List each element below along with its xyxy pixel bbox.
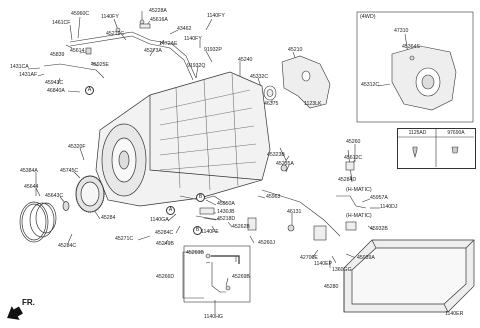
part-label-45284d: 45284D: [338, 177, 357, 183]
part-label-46375: 46375: [264, 101, 279, 107]
harness-parts: [179, 147, 341, 241]
part-label-1140ep: 1140EP: [314, 261, 333, 267]
part-label-1140dj: 1140DJ: [380, 204, 398, 210]
dipstick-hmatic-parts: [336, 149, 367, 231]
front-direction-label: FR.: [22, 298, 35, 307]
part-label-45219c: 45219C: [106, 31, 125, 37]
part-label-45332c: 45332C: [250, 74, 269, 80]
part-label-91932q: 91932Q: [187, 63, 206, 69]
front-direction-arrow: [7, 306, 23, 320]
part-label-1140fy-c: 1140FY: [184, 36, 202, 42]
part-label-45312c: 45312C: [361, 82, 380, 88]
part-label-1123lk: 1123LK: [304, 101, 322, 107]
part-label-45932b: 45932B: [370, 226, 388, 232]
part-label-1430jb: 1430JB: [217, 209, 235, 215]
callout-b-bottom: B: [193, 226, 202, 235]
part-label-45960c: 45960C: [71, 11, 90, 17]
part-label-46131: 46131: [287, 209, 302, 215]
part-label-45612c: 45612C: [344, 155, 363, 161]
part-label-47310: 47310: [394, 28, 409, 34]
part-label-43462: 43462: [177, 26, 192, 32]
oil-pan: [343, 239, 475, 313]
section-4wd: (4WD): [360, 14, 376, 20]
part-label-45950a: 45950A: [217, 201, 235, 207]
part-label-1140ga: 1140GA: [150, 217, 169, 223]
part-label-1431af: 1431AF: [19, 72, 38, 78]
part-label-46840a: 46840A: [47, 88, 65, 94]
section-hmatic-1: (H-MATIC): [346, 187, 372, 193]
part-label-45644: 45644: [24, 184, 39, 190]
oil-cooler-line-group: [183, 245, 251, 303]
filler-tube: [43, 19, 197, 81]
bolt-table-grid: [397, 128, 474, 167]
part-label-45616a: 45616A: [150, 17, 168, 23]
section-hmatic-2: (H-MATIC): [346, 213, 372, 219]
part-label-45643c: 45643C: [45, 193, 64, 199]
part-label-45839: 45839: [50, 52, 65, 58]
part-label-45271c: 45271C: [115, 236, 134, 242]
part-label-1431ca: 1431CA: [10, 64, 29, 70]
part-label-45249b: 45249B: [156, 241, 174, 247]
transmission-housing: [95, 71, 271, 207]
part-label-45284c-a: 45284C: [58, 243, 77, 249]
part-label-45235a: 45235A: [276, 161, 294, 167]
torque-converter-rings: [19, 175, 105, 243]
part-label-1140fy-a: 1140FY: [101, 14, 119, 20]
part-label-45266d: 45266D: [156, 274, 175, 280]
part-label-45260: 45260: [346, 139, 361, 145]
part-label-45384a: 45384A: [20, 168, 38, 174]
bolt-table-col-97690a: 97690A: [447, 130, 465, 136]
part-label-1140hg: 1140HG: [204, 314, 223, 320]
part-label-45269b-a: 45269B: [186, 250, 204, 256]
part-label-91932p: 91932P: [204, 47, 222, 53]
part-label-45323b: 45323B: [267, 152, 285, 158]
4wd-group: [356, 11, 474, 123]
part-label-45957a: 45957A: [370, 195, 388, 201]
part-label-45943c: 45943C: [45, 80, 64, 86]
callout-a-top: A: [85, 86, 94, 95]
part-label-45745c: 45745C: [60, 168, 79, 174]
part-label-45228a: 45228A: [149, 8, 167, 14]
part-label-45364s: 45364S: [402, 44, 420, 50]
part-label-45269b-b: 45269B: [232, 274, 250, 280]
rear-mount-bracket: [263, 55, 331, 109]
part-label-45280: 45280: [324, 284, 339, 290]
callout-b-top: B: [196, 193, 205, 202]
part-label-45614: 45614: [70, 48, 85, 54]
callout-a-bottom: A: [166, 206, 175, 215]
part-label-45320f: 45320F: [68, 144, 86, 150]
part-label-42700e: 42700E: [300, 255, 318, 261]
part-label-1140er: 1140ER: [445, 311, 464, 317]
part-label-45260j: 45260J: [258, 240, 276, 246]
part-label-45210: 45210: [288, 47, 303, 53]
part-label-1472ae: 1472AE: [159, 41, 178, 47]
part-label-1360gg: 1360GG: [332, 267, 352, 273]
part-label-45262b: 45262B: [232, 224, 250, 230]
bolt-table: 1125AD 97690A: [397, 128, 476, 169]
part-label-1461cf: 1461CF: [52, 20, 71, 26]
part-label-45218d: 45218D: [217, 216, 236, 222]
part-label-1140fy-b: 1140FY: [207, 13, 225, 19]
part-label-45963: 45963: [266, 194, 281, 200]
part-label-1140fe: 1140FE: [201, 229, 219, 235]
part-label-45939a: 45939A: [357, 255, 375, 261]
part-label-45240: 45240: [238, 57, 253, 63]
bolt-table-col-1125ad: 1125AD: [408, 130, 427, 136]
part-label-45284c-b: 45284C: [155, 230, 174, 236]
part-label-45925e: 45925E: [91, 62, 109, 68]
part-label-45273a: 45273A: [144, 48, 162, 54]
part-label-45284: 45284: [101, 215, 116, 221]
